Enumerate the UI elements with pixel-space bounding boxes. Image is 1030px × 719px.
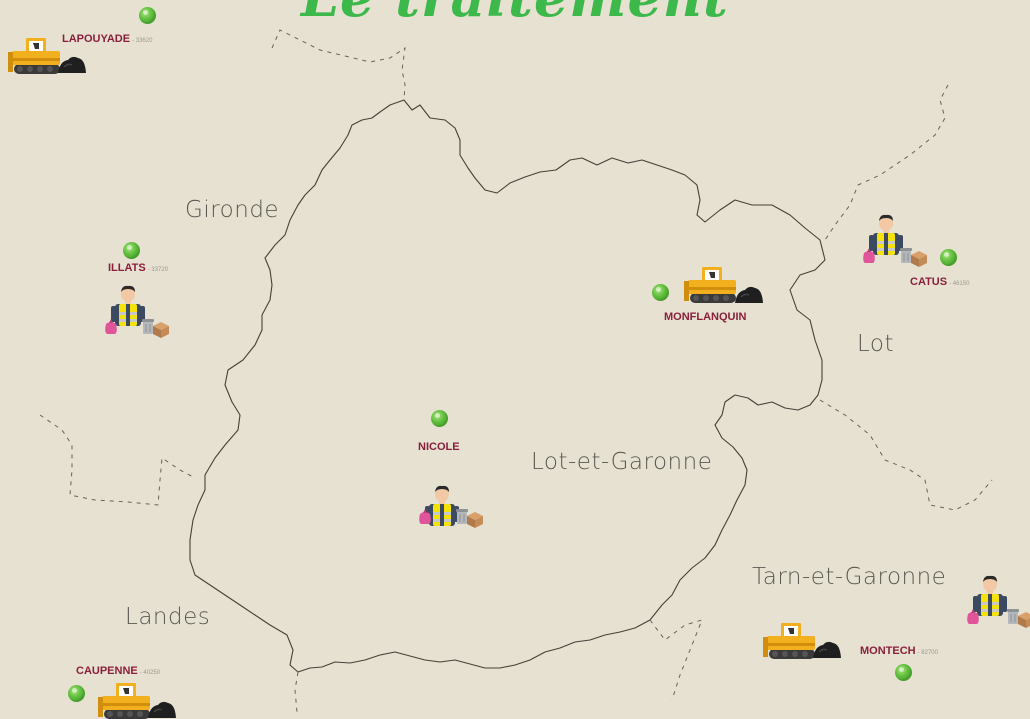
site-label-illats[interactable]: ILLATS- 33720: [108, 263, 168, 274]
site-label-monflanquin[interactable]: MONFLANQUIN: [664, 312, 747, 323]
green-dot-icon[interactable]: [139, 7, 156, 24]
landes-lower-border: [294, 671, 299, 713]
region-label-lot: Lot: [857, 331, 894, 357]
site-name: LAPOUYADE: [62, 33, 131, 45]
site-name: ILLATS: [108, 262, 146, 274]
tarn-lower-border: [649, 619, 703, 701]
page-title: Le traitement: [0, 0, 1030, 24]
region-label-landes: Landes: [125, 604, 211, 630]
green-dot-icon[interactable]: [652, 284, 669, 301]
site-label-montech[interactable]: MONTECH- 82700: [860, 646, 938, 657]
site-label-lapouyade[interactable]: LAPOUYADE- 33620: [62, 34, 152, 45]
site-label-nicole[interactable]: NICOLE: [418, 442, 460, 453]
region-label-gironde: Gironde: [185, 197, 280, 223]
region-label-lot-et-garonne: Lot-et-Garonne: [531, 449, 713, 475]
site-label-caupenne[interactable]: CAUPENNE- 40250: [76, 666, 160, 677]
monflanquin-icons: [684, 267, 764, 304]
lot-et-garonne-border: [189, 99, 826, 673]
site-name: MONTECH: [860, 645, 916, 657]
lot-north-border: [824, 84, 949, 241]
green-dot-icon[interactable]: [68, 685, 85, 702]
region-label-tarn-et-garonne: Tarn-et-Garonne: [752, 564, 947, 590]
site-postcode: - 33720: [147, 267, 169, 273]
site-name: NICOLE: [418, 441, 460, 453]
catus-icons: [863, 214, 927, 267]
site-name: MONFLANQUIN: [664, 311, 747, 323]
site-postcode: - 46150: [949, 281, 970, 287]
site-postcode: - 40250: [139, 670, 161, 676]
green-dot-icon[interactable]: [940, 249, 957, 266]
site-name: CAUPENNE: [76, 665, 138, 677]
nicole-icons: [419, 485, 483, 528]
gironde-landes-border: [39, 414, 196, 506]
neighbour-borders: [39, 29, 993, 713]
illats-icons: [105, 285, 169, 338]
gironde-north-border: [271, 29, 406, 101]
green-dot-icon[interactable]: [431, 410, 448, 427]
department-borders: [189, 99, 826, 673]
green-dot-icon[interactable]: [123, 242, 140, 259]
lot-tarn-border: [819, 399, 993, 511]
caupenne-icons: [98, 683, 177, 719]
site-postcode: - 33620: [132, 38, 153, 44]
site-label-catus[interactable]: CATUS- 46150: [910, 277, 969, 288]
site-postcode: - 82700: [917, 650, 938, 656]
site-name: CATUS: [910, 276, 948, 288]
green-dot-icon[interactable]: [895, 664, 912, 681]
